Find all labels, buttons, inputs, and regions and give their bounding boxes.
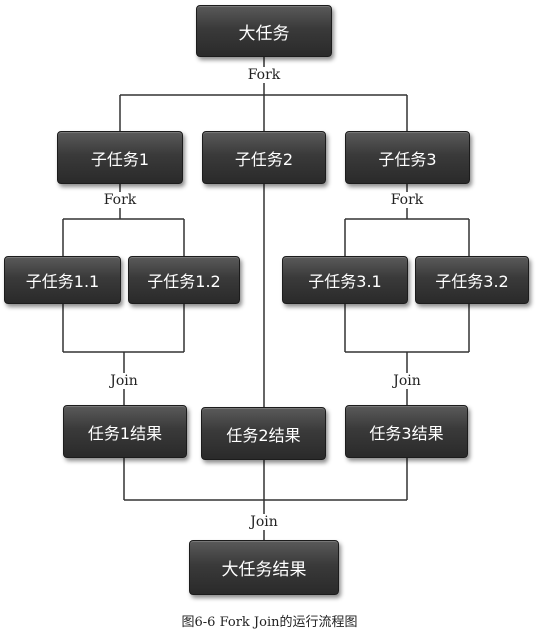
node-result-1: 任务1结果	[63, 405, 187, 458]
label-join-left: Join	[108, 373, 140, 389]
label-fork-top: Fork	[245, 67, 283, 83]
node-subtask-3: 子任务3	[345, 131, 470, 184]
label-fork-left: Fork	[101, 192, 139, 208]
node-subtask-3-1: 子任务3.1	[282, 256, 408, 304]
figure-caption: 图6-6 Fork Join的运行流程图	[181, 615, 358, 630]
node-subtask-1: 子任务1	[57, 131, 183, 184]
label-fork-right: Fork	[388, 192, 426, 208]
node-subtask-1-2: 子任务1.2	[128, 256, 240, 304]
label-join-right: Join	[391, 373, 423, 389]
node-result-3: 任务3结果	[345, 405, 468, 458]
label-join-bottom: Join	[248, 514, 280, 530]
node-root-task: 大任务	[196, 5, 332, 57]
node-result-2: 任务2结果	[201, 407, 326, 460]
node-subtask-2: 子任务2	[202, 131, 326, 184]
node-subtask-1-1: 子任务1.1	[4, 256, 121, 304]
node-subtask-3-2: 子任务3.2	[415, 256, 529, 304]
node-final-result: 大任务结果	[189, 540, 339, 595]
